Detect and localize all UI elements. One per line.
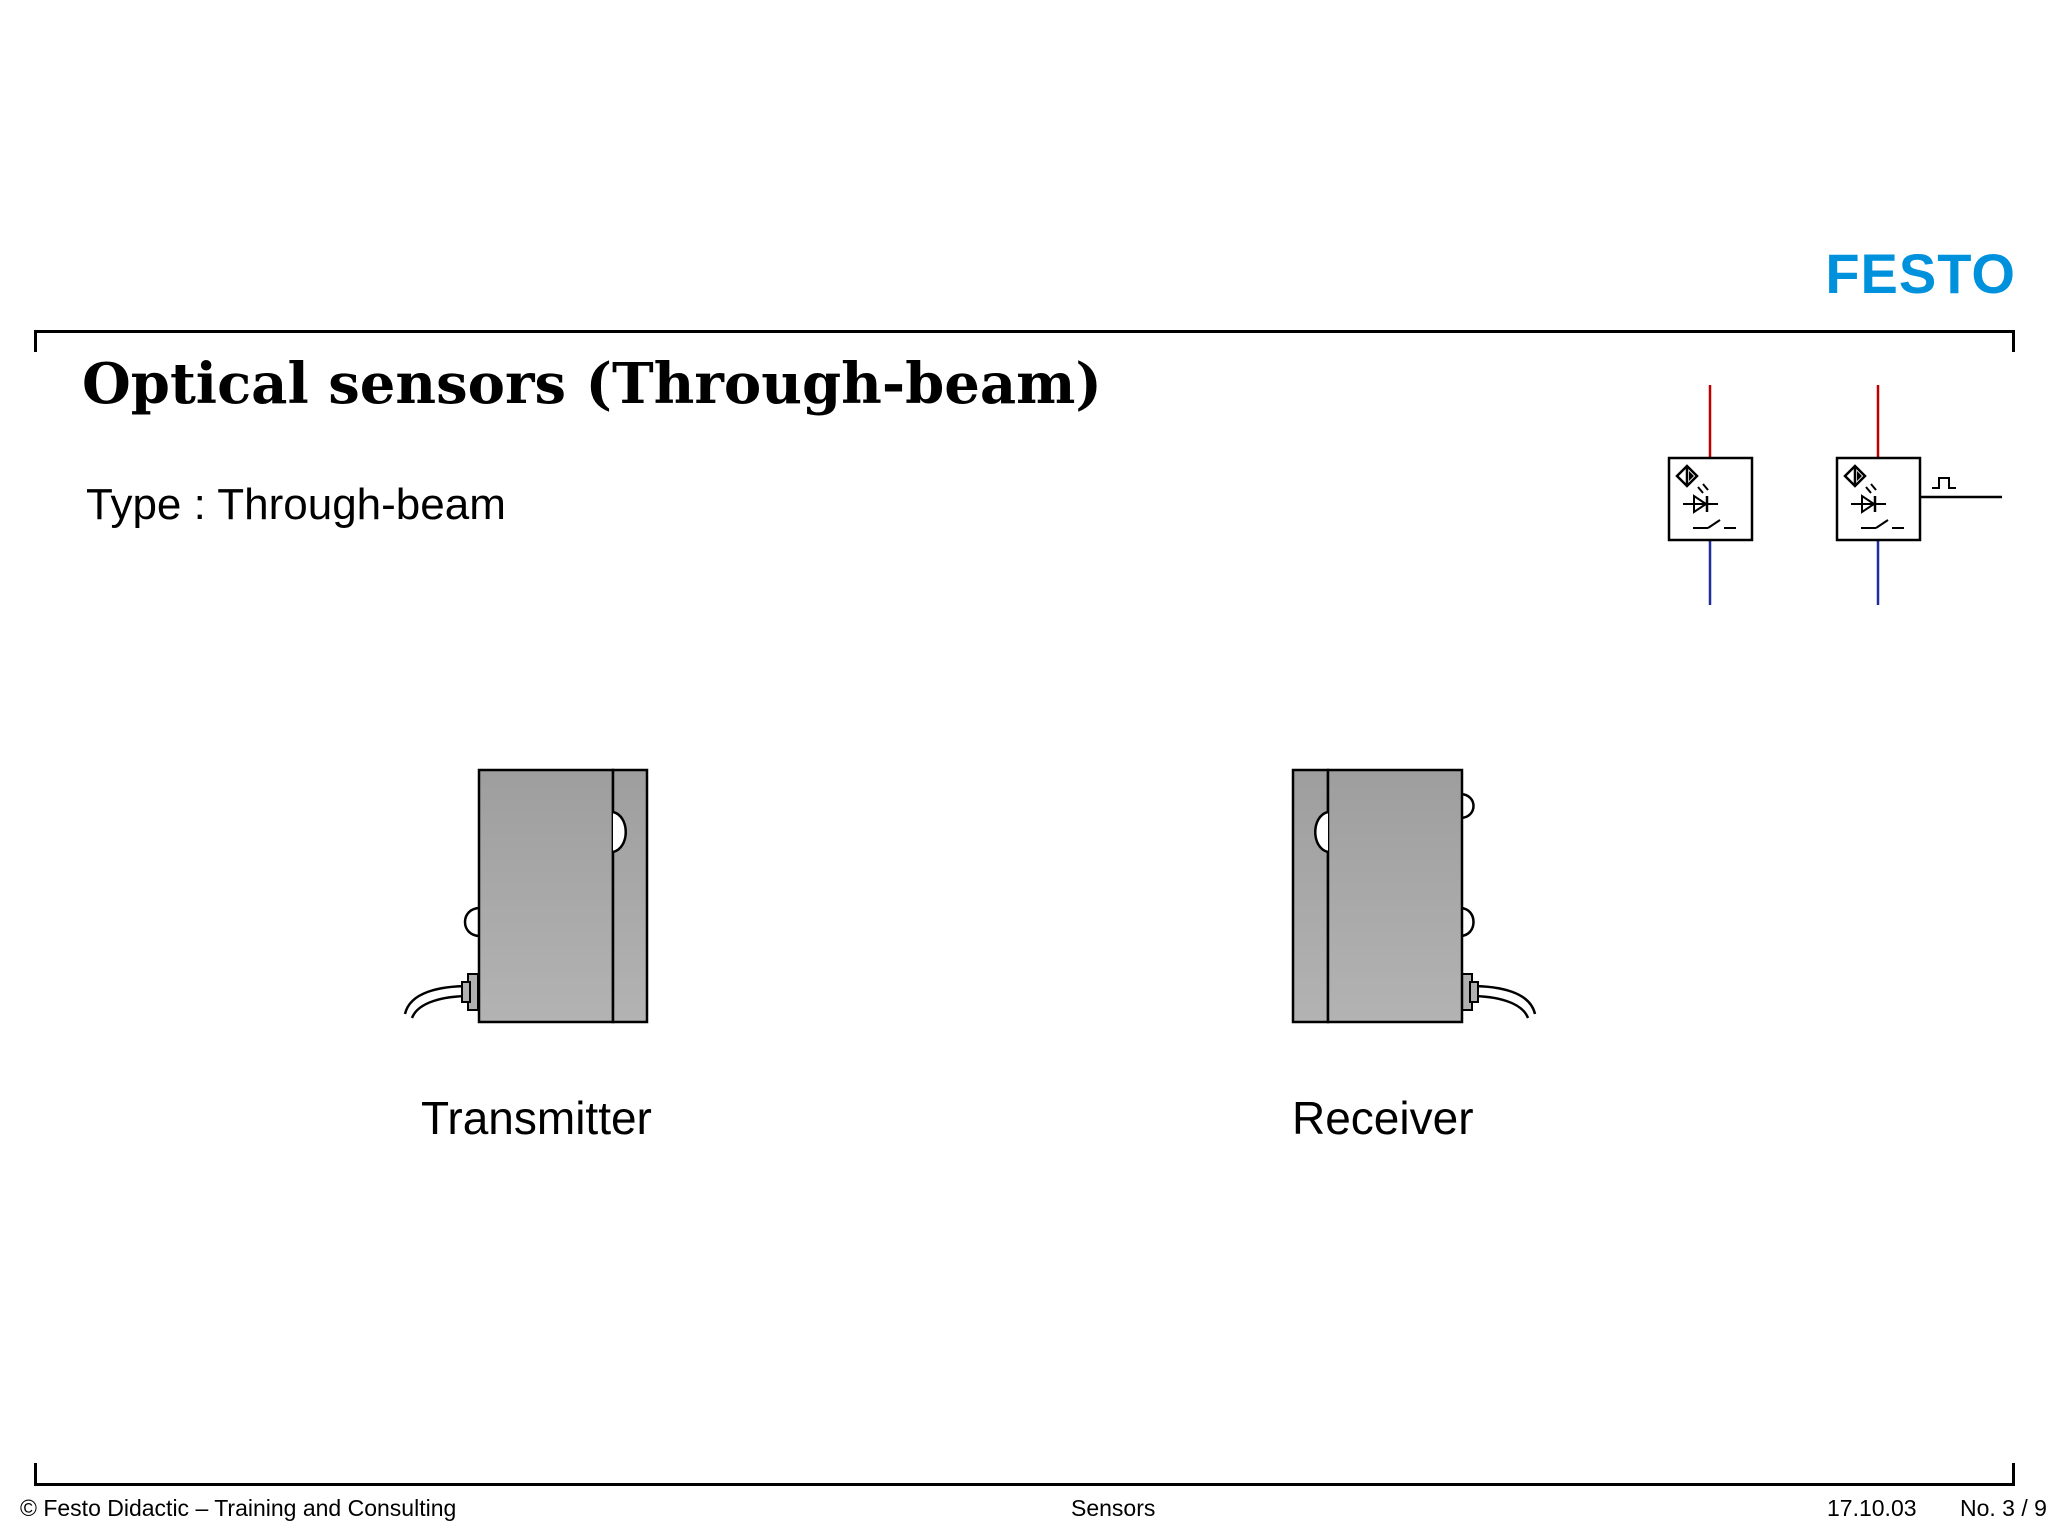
- footer-page-number: No. 3 / 9: [1960, 1495, 2047, 1521]
- footer-rule: [34, 1483, 2015, 1486]
- header-rule-right-tick: [2012, 330, 2015, 352]
- slide-subtitle: Type : Through-beam: [86, 480, 506, 529]
- receiver-label: Receiver: [1292, 1092, 1474, 1144]
- slide-title: Optical sensors (Through-beam): [82, 351, 1102, 417]
- footer-topic: Sensors: [1071, 1495, 1156, 1521]
- transmitter-circuit-symbol: [1667, 385, 1754, 605]
- sensor-circuit-symbols: [1667, 385, 2002, 605]
- footer-rule-right-tick: [2012, 1463, 2015, 1485]
- footer-copyright: © Festo Didactic – Training and Consulti…: [20, 1495, 457, 1521]
- header-rule: [34, 330, 2015, 333]
- festo-logo: FESTO: [1825, 242, 2016, 305]
- transmitter-label: Transmitter: [421, 1092, 652, 1144]
- transmitter-device: [403, 768, 649, 1024]
- footer-date: 17.10.03: [1827, 1495, 1917, 1521]
- header-rule-left-tick: [34, 330, 37, 352]
- receiver-device: [1291, 768, 1537, 1024]
- footer-rule-left-tick: [34, 1463, 37, 1485]
- receiver-circuit-symbol: [1835, 385, 2002, 605]
